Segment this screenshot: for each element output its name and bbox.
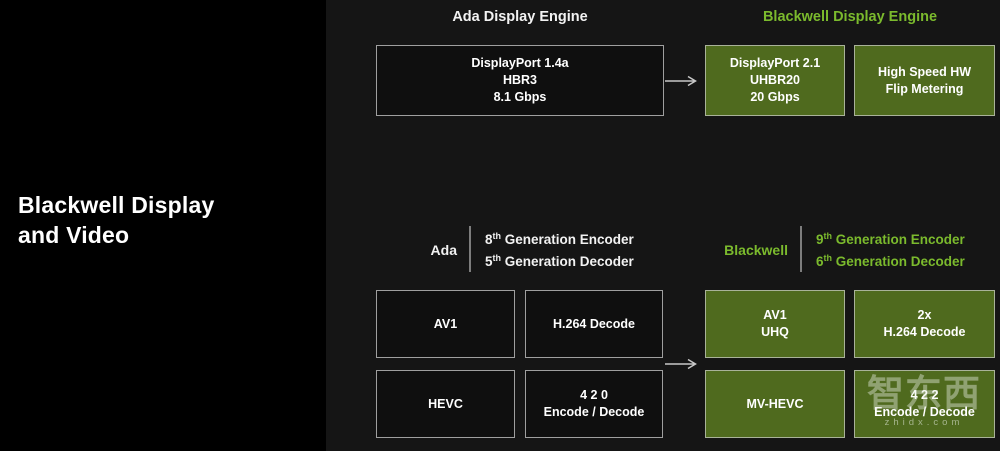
box-mv-hevc: MV-HEVC <box>705 370 845 438</box>
blackwell-decoder-line: 6th Generation Decoder <box>816 253 965 270</box>
ada-decoder-line: 5th Generation Decoder <box>485 253 634 270</box>
box-line: HEVC <box>428 396 463 411</box>
ada-encoder-line: 8th Generation Encoder <box>485 231 634 248</box>
ada-codec-label: Ada <box>430 242 457 258</box>
box-line: Encode / Decode <box>874 405 975 419</box>
slide-title-line1: Blackwell Display <box>18 192 215 218</box>
box-line: 2x <box>917 308 932 322</box>
box-displayport-1-4a: DisplayPort 1.4a HBR3 8.1 Gbps <box>376 45 664 116</box>
box-line: UHQ <box>761 325 789 339</box>
box-high-speed-hw-flip-metering: High Speed HW Flip Metering <box>854 45 995 116</box>
box-line: High Speed HW <box>877 64 972 79</box>
blackwell-codec-label: Blackwell <box>724 242 788 258</box>
box-line: UHBR20 <box>749 73 800 87</box>
box-line: 4 2 2 <box>910 388 939 402</box>
box-line: AV1 <box>433 316 458 331</box>
box-h264-decode: H.264 Decode <box>525 290 663 358</box>
box-av1: AV1 <box>376 290 515 358</box>
box-line: H.264 Decode <box>553 316 635 331</box>
box-line: Encode / Decode <box>543 405 645 419</box>
box-hevc: HEVC <box>376 370 515 438</box>
box-line: HBR3 <box>502 73 538 87</box>
slide-title-line2: and Video <box>18 222 130 248</box>
box-2x-h264-decode: 2x H.264 Decode <box>854 290 995 358</box>
box-line: MV-HEVC <box>746 396 804 411</box>
box-line: H.264 Decode <box>883 325 966 339</box>
box-422-encode-decode: 4 2 2 Encode / Decode <box>854 370 995 438</box>
slide-title: Blackwell Display and Video <box>18 190 214 250</box>
ada-display-engine-header: Ada Display Engine <box>452 9 588 25</box>
box-av1-uhq: AV1 UHQ <box>705 290 845 358</box>
box-line: DisplayPort 2.1 <box>729 56 821 70</box>
arrow-right-icon <box>665 75 697 87</box>
vertical-divider <box>800 226 802 272</box>
box-line: Flip Metering <box>885 81 964 96</box>
box-420-encode-decode: 4 2 0 Encode / Decode <box>525 370 663 438</box>
box-displayport-2-1: DisplayPort 2.1 UHBR20 20 Gbps <box>705 45 845 116</box>
box-line: AV1 <box>763 308 787 322</box>
vertical-divider <box>469 226 471 272</box>
box-line: 8.1 Gbps <box>493 90 547 104</box>
box-line: DisplayPort 1.4a <box>471 56 569 70</box>
box-line: 4 2 0 <box>580 388 608 402</box>
box-line: 20 Gbps <box>750 90 800 104</box>
ada-generation-lines: 8th Generation Encoder 5th Generation De… <box>485 229 634 273</box>
blackwell-display-engine-header: Blackwell Display Engine <box>762 9 938 25</box>
blackwell-generation-lines: 9th Generation Encoder 6th Generation De… <box>816 229 965 273</box>
blackwell-encoder-line: 9th Generation Encoder <box>816 231 965 248</box>
arrow-right-icon <box>665 358 697 370</box>
